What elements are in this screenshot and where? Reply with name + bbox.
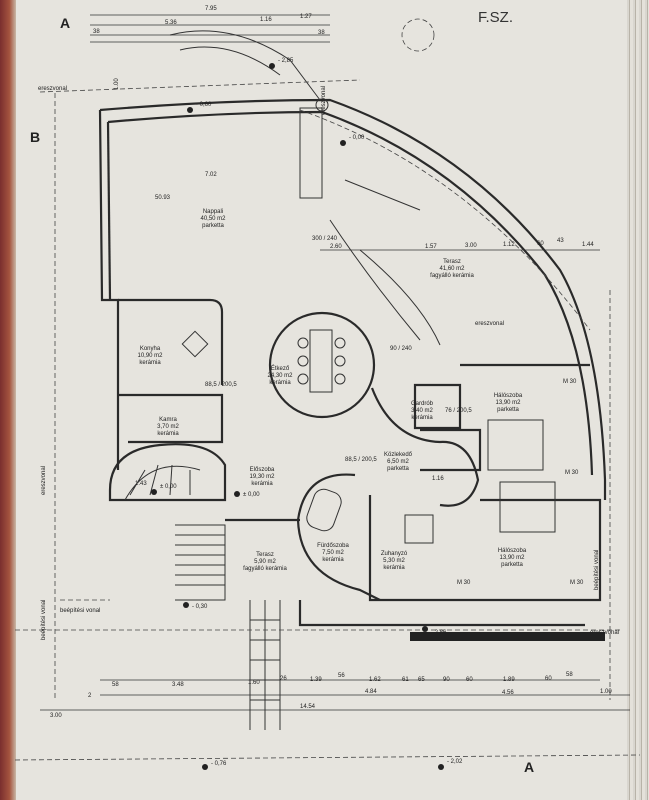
level-label: - 0,00 — [349, 135, 365, 141]
door-dim: M 30 — [570, 580, 584, 586]
svg-text:60: 60 — [537, 241, 544, 247]
svg-text:7.02: 7.02 — [205, 172, 217, 178]
door-dim: M 30 — [565, 470, 579, 476]
svg-text:1.27: 1.27 — [300, 14, 312, 20]
level-marks: - 2,85 - 0,60 - 0,00 ± 0,00 ± 0,00 - 0,3… — [151, 58, 463, 770]
svg-text:1.60: 1.60 — [248, 680, 260, 686]
sheet-title: F.SZ. — [478, 9, 513, 26]
eave-line-label: ereszvonal — [590, 630, 619, 636]
fixtures — [124, 18, 605, 730]
section-mark-a: A — [60, 15, 70, 31]
dining-table — [309, 329, 333, 393]
svg-text:1.39: 1.39 — [310, 677, 322, 683]
walls — [98, 98, 607, 627]
svg-text:1.12: 1.12 — [503, 242, 515, 248]
level-label: - 0,60 — [196, 102, 212, 108]
svg-text:38: 38 — [318, 30, 325, 36]
eave-line-label: ereszvonal — [38, 86, 67, 92]
svg-text:1.89: 1.89 — [503, 677, 515, 683]
door-dim: 88,5 / 200,5 — [205, 382, 237, 388]
svg-text:1.00: 1.00 — [114, 78, 120, 90]
svg-text:1.62: 1.62 — [369, 677, 381, 683]
level-label: ± 0,00 — [160, 484, 177, 490]
svg-text:61: 61 — [402, 677, 409, 683]
svg-text:1.57: 1.57 — [425, 244, 437, 250]
svg-text:58: 58 — [112, 682, 119, 688]
dashed-lines — [14, 79, 641, 761]
svg-text:38: 38 — [93, 29, 100, 35]
svg-text:14.54: 14.54 — [300, 704, 316, 710]
door-dim: M 30 — [457, 580, 471, 586]
svg-text:2.60: 2.60 — [330, 244, 342, 250]
svg-text:50.93: 50.93 — [155, 195, 171, 201]
level-label: - 2,85 — [278, 58, 294, 64]
door-dim: 300 / 240 — [312, 236, 338, 242]
svg-text:1.44: 1.44 — [582, 242, 594, 248]
svg-text:3.00: 3.00 — [50, 713, 62, 719]
door-dim: 90 / 240 — [390, 346, 412, 352]
door-dim: 1.16 — [432, 476, 444, 482]
svg-text:1.00: 1.00 — [600, 689, 612, 695]
level-label: ± 0,00 — [243, 492, 260, 498]
svg-text:56: 56 — [338, 673, 345, 679]
section-mark-b: B — [30, 129, 40, 145]
dimension-lines — [40, 14, 630, 711]
eave-line-label: ereszvonal — [41, 466, 47, 495]
building-line-label: beépítési vonal — [41, 600, 47, 640]
door-dim: 88,5 / 200,5 — [345, 457, 377, 463]
svg-text:58: 58 — [566, 672, 573, 678]
section-mark-a-bottom: A — [524, 759, 534, 775]
svg-text:3.00: 3.00 — [465, 243, 477, 249]
svg-text:1.16: 1.16 — [260, 17, 272, 23]
svg-text:26: 26 — [280, 676, 287, 682]
door-dim: M 30 — [563, 379, 577, 385]
building-line-label: beépítési vonal — [594, 550, 600, 590]
level-label: - 2,02 — [447, 759, 463, 765]
svg-text:65: 65 — [418, 677, 425, 683]
svg-text:4.56: 4.56 — [502, 690, 514, 696]
svg-text:2: 2 — [88, 693, 92, 699]
svg-text:60: 60 — [545, 676, 552, 682]
door-dim: 76 / 200,5 — [445, 408, 472, 414]
door-labels: 88,5 / 200,5 88,5 / 200,5 76 / 200,5 90 … — [135, 236, 584, 586]
paper-stack-edge — [627, 0, 649, 800]
door-dim: 1.43 — [135, 481, 147, 487]
level-label: - 0,30 — [192, 604, 208, 610]
svg-text:3.48: 3.48 — [172, 682, 184, 688]
level-label: - 2,86 — [431, 630, 447, 636]
eave-line-label: ereszvonal — [475, 321, 504, 327]
svg-text:7.95: 7.95 — [205, 6, 217, 12]
svg-text:43: 43 — [557, 238, 564, 244]
svg-text:4.84: 4.84 — [365, 689, 377, 695]
building-line-label: beépítési vonal — [60, 608, 100, 614]
background-fabric — [0, 0, 16, 800]
svg-text:5.36: 5.36 — [165, 20, 177, 26]
svg-text:60: 60 — [466, 677, 473, 683]
level-label: - 0,76 — [211, 761, 227, 767]
svg-text:90: 90 — [443, 677, 450, 683]
dimension-texts: 7.95 5.36 1.16 1.27 38 38 1.00 7.02 50.9… — [50, 6, 612, 719]
eave-line-label: ereszvonal — [321, 86, 327, 115]
